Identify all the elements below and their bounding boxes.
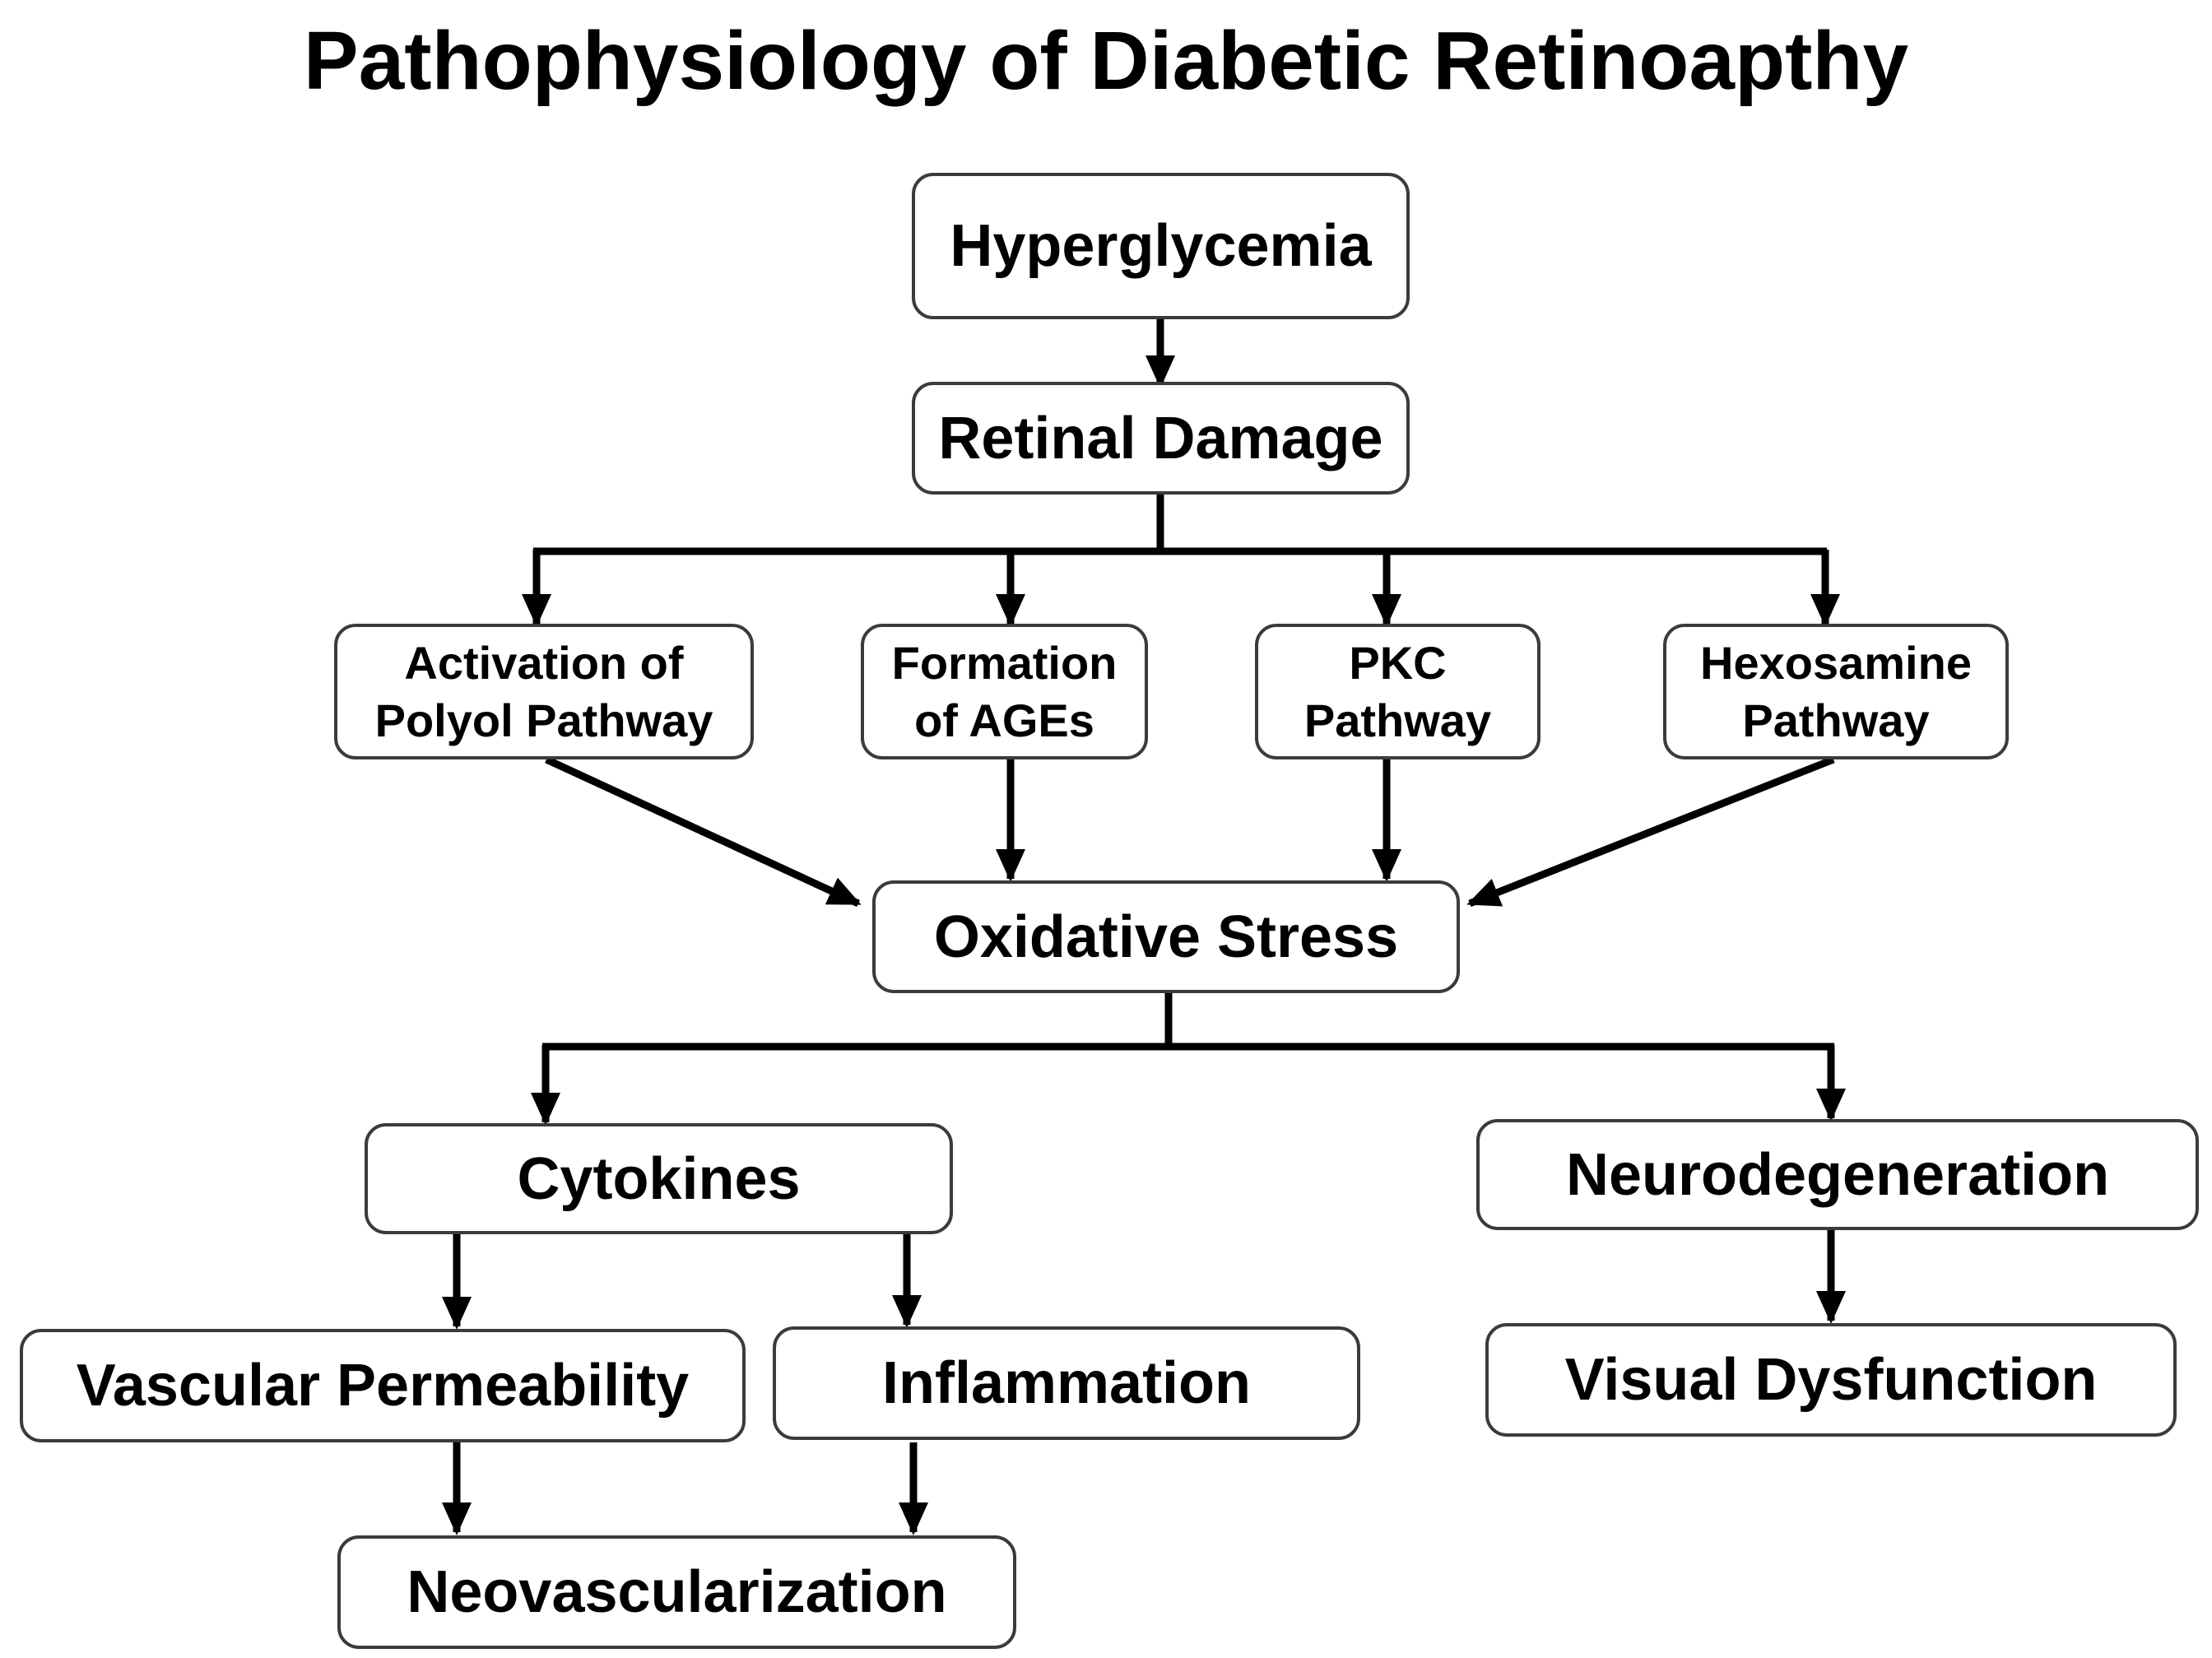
diagram-title: Pathophysiology of Diabetic Retinoapthy xyxy=(303,15,1909,107)
edge-hexosamine-oxidative-stress xyxy=(1466,755,1835,908)
node-hyperglycemia: Hyperglycemia xyxy=(912,173,1410,319)
node-formation-of-ages: Formation of AGEs xyxy=(861,624,1148,759)
node-retinal-damage: Retinal Damage xyxy=(912,382,1410,495)
node-activation-of-polyol-pathway: Activation of Polyol Pathway xyxy=(334,624,754,759)
node-cytokines: Cytokines xyxy=(365,1123,953,1234)
node-pkc-pathway: PKC Pathway xyxy=(1255,624,1540,759)
node-oxidative-stress: Oxidative Stress xyxy=(872,880,1460,993)
node-hexosamine-pathway: Hexosamine Pathway xyxy=(1663,624,2009,759)
edge-polyol-oxidative-stress xyxy=(545,755,862,908)
node-vascular-permeability: Vascular Permeability xyxy=(20,1329,746,1442)
node-neovascularization: Neovascularization xyxy=(337,1535,1016,1649)
node-inflammation: Inflammation xyxy=(773,1326,1360,1440)
node-visual-dysfunction: Visual Dysfunction xyxy=(1485,1323,2177,1437)
node-neurodegeneration: Neurodegeneration xyxy=(1476,1119,2199,1230)
